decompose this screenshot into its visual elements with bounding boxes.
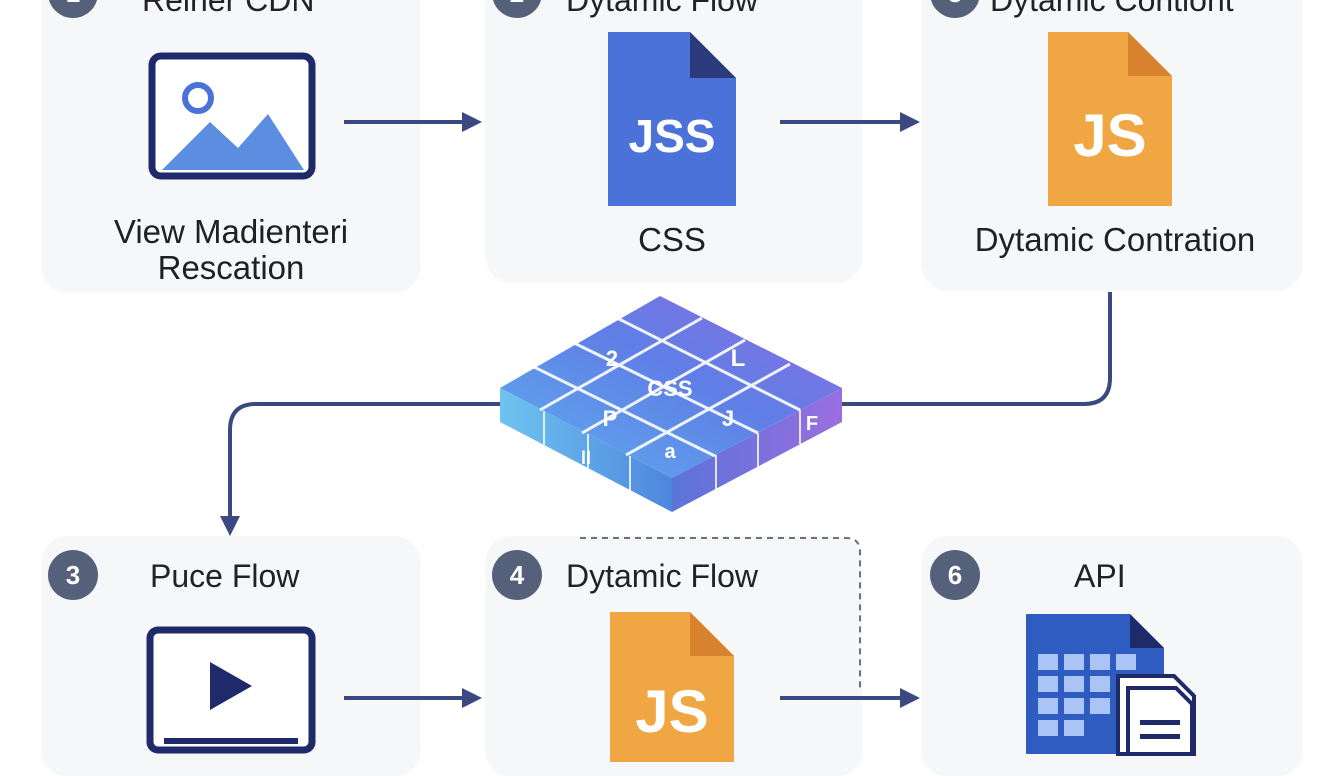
card-title-puce-flow: Puce Flow <box>150 558 300 594</box>
video-player-icon <box>146 626 316 754</box>
step-badge-2: 2 <box>492 0 542 18</box>
image-frame-icon <box>148 52 316 180</box>
tile-label: F <box>806 413 818 435</box>
card-title-reiner-cdn: Reiner CDN <box>142 0 315 18</box>
card-label-1-line2: Rescation <box>157 249 305 286</box>
card-title-api: API <box>1074 558 1126 594</box>
isometric-tile-grid: 2 L CSS P J F a ll <box>500 296 842 512</box>
step-badge-1: 1 <box>48 0 98 18</box>
js-file-icon: JS <box>610 612 734 762</box>
jss-file-icon: JSS <box>608 32 736 206</box>
step-badge-6: 6 <box>930 550 980 600</box>
step-badge-4: 4 <box>492 550 542 600</box>
js-file-text-bottom: JS <box>635 678 708 745</box>
dashed-connector <box>580 537 861 690</box>
connector-arrows <box>220 112 1112 708</box>
tile-label: P <box>603 406 618 431</box>
connector-grid-to-3 <box>220 402 500 536</box>
tile-label: 2 <box>606 346 618 371</box>
tile-label: J <box>722 406 734 431</box>
tile-label: a <box>664 441 676 463</box>
tile-label: ll <box>581 448 591 468</box>
card-label-2: CSS <box>638 221 706 258</box>
jss-file-text: JSS <box>629 110 716 162</box>
card-label-3: Dytamic Contration <box>974 221 1256 258</box>
card-title-dytamic-contiont: Dytamic Contiont <box>990 0 1234 18</box>
step-badge-3: 3 <box>48 550 98 600</box>
spreadsheet-docs-icon <box>1026 614 1196 756</box>
card-title-dytamic-flow-top: Dytamic Flow <box>566 0 759 18</box>
tile-label: CSS <box>647 376 692 401</box>
js-file-text-top: JS <box>1073 102 1146 169</box>
card-label-1-line1: View Madienteri <box>113 213 349 250</box>
step-badge-5: 5 <box>930 0 980 18</box>
card-label-1: View Madienteri Rescation <box>92 214 370 286</box>
card-title-dytamic-flow-bottom: Dytamic Flow <box>566 558 759 594</box>
js-file-icon: JS <box>1048 32 1172 206</box>
connector-5-to-grid <box>840 292 1112 406</box>
tile-label: L <box>731 345 746 372</box>
